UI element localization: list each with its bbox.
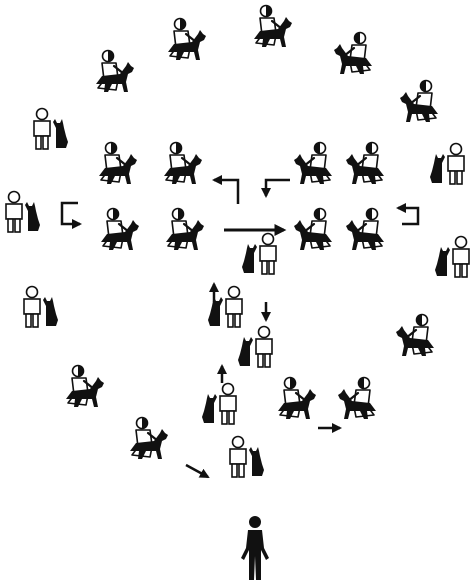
direction-arrow <box>62 203 80 224</box>
handler-dog-standing-figure <box>34 109 68 150</box>
handler-dog-kneeling-figure <box>294 143 332 185</box>
handler-dog-kneeling-figure <box>66 366 104 408</box>
handler-dog-standing-figure <box>6 192 40 233</box>
handler-dog-standing-figure <box>202 384 236 425</box>
handler-dog-kneeling-figure <box>334 33 372 75</box>
handler-dog-kneeling-figure <box>254 6 292 48</box>
handler-dog-kneeling-figure <box>96 51 134 93</box>
handler-dog-kneeling-figure <box>400 81 438 123</box>
handler-dog-standing-figure <box>435 237 469 278</box>
handler-dog-standing-figure <box>238 327 272 368</box>
figure-layer <box>6 6 469 581</box>
direction-arrow <box>186 465 208 477</box>
handler-dog-kneeling-figure <box>294 209 332 251</box>
handler-dog-kneeling-figure <box>130 418 168 460</box>
handler-dog-kneeling-figure <box>99 143 137 185</box>
handler-dog-kneeling-figure <box>164 143 202 185</box>
judge-figure <box>241 516 269 580</box>
handler-dog-standing-figure <box>24 287 58 328</box>
handler-dog-kneeling-figure <box>396 315 434 357</box>
handler-dog-kneeling-figure <box>166 209 204 251</box>
handler-dog-kneeling-figure <box>101 209 139 251</box>
direction-arrow <box>266 180 290 196</box>
direction-arrow <box>214 180 238 204</box>
handler-dog-kneeling-figure <box>168 19 206 61</box>
handler-dog-kneeling-figure <box>338 378 376 420</box>
handler-dog-standing-figure <box>430 144 464 185</box>
handler-dog-standing-figure <box>230 437 264 478</box>
direction-arrow <box>398 208 418 224</box>
handler-dog-kneeling-figure <box>346 209 384 251</box>
handler-dog-kneeling-figure <box>346 143 384 185</box>
handler-dog-standing-figure <box>242 234 276 275</box>
handler-dog-kneeling-figure <box>278 378 316 420</box>
